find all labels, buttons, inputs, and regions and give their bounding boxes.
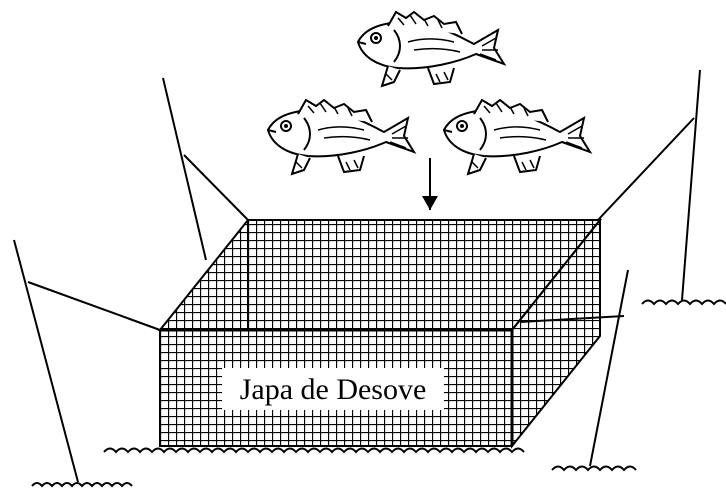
label-box [222,368,444,410]
rope-back-left [183,154,249,221]
stake-back-right [681,69,701,301]
water-surface-right-bottom [551,465,637,472]
fish-icon [357,11,505,87]
net-label: Japa de Desove [240,373,427,406]
water-surface-center [103,447,525,454]
fish-icon [443,99,591,175]
spawning-net: Japa de Desove [157,217,603,449]
stake-front-left [13,239,79,483]
water-surface-right-top [641,299,726,306]
stake-front-right [589,269,629,467]
tie-ropes [27,117,695,331]
rope-front-left [27,281,161,331]
water-surface-left [31,482,133,488]
fish-icon [267,99,415,175]
stake-back-left [162,77,207,261]
down-arrow-icon [422,158,438,210]
stakes [13,69,701,483]
rope-back-right [597,117,695,221]
